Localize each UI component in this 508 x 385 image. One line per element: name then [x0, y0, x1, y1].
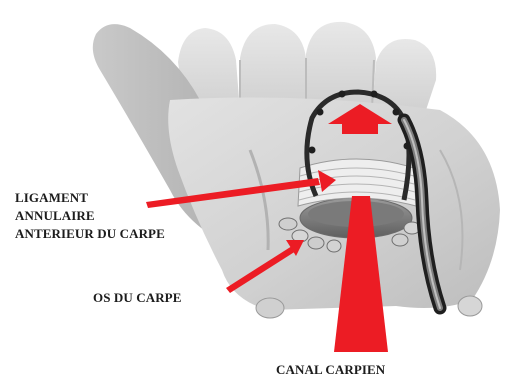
os-carpe-label: OS DU CARPE	[93, 289, 182, 307]
ligament-label: LIGAMENT ANNULAIRE ANTERIEUR DU CARPE	[15, 189, 165, 243]
canal-carpien-label: CANAL CARPIEN	[276, 361, 385, 379]
